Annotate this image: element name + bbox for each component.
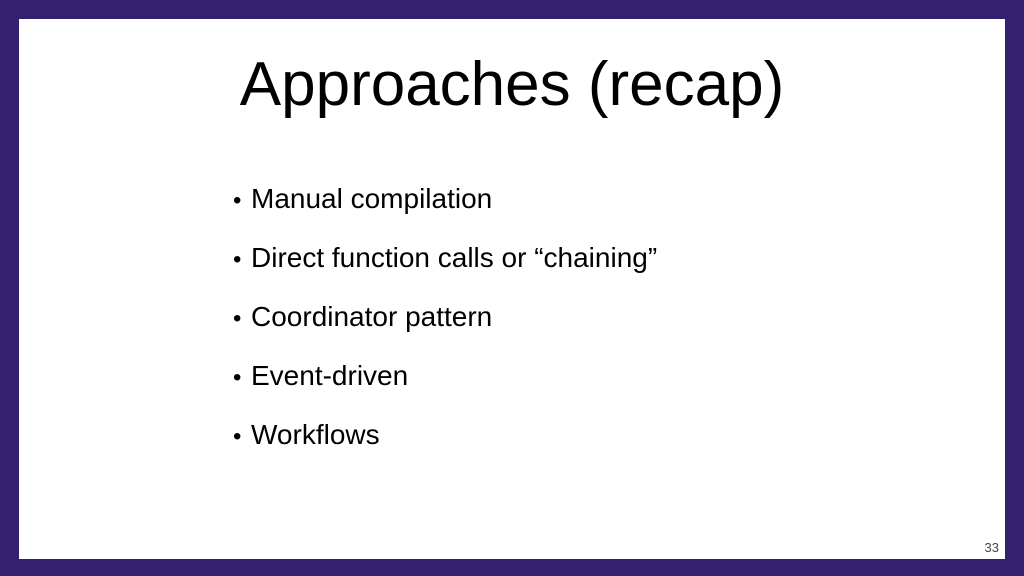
slide-title: Approaches (recap) bbox=[239, 50, 785, 119]
bullet-text: Direct function calls or “chaining” bbox=[251, 242, 658, 273]
bullet-item: • Direct function calls or “chaining” bbox=[233, 238, 657, 297]
bullet-dot-icon: • bbox=[233, 187, 242, 214]
bullet-dot-icon: • bbox=[233, 364, 242, 391]
bullet-item: • Workflows bbox=[233, 415, 657, 474]
bullet-dot-icon: • bbox=[233, 423, 242, 450]
bullet-dot-icon: • bbox=[233, 305, 242, 332]
bullet-list: • Manual compilation • Direct function c… bbox=[233, 179, 657, 474]
page-number: 33 bbox=[984, 540, 999, 555]
bullet-text: Manual compilation bbox=[251, 183, 493, 214]
bullet-item: • Manual compilation bbox=[233, 179, 657, 238]
bullet-item: • Event-driven bbox=[233, 356, 657, 415]
bullet-text: Coordinator pattern bbox=[251, 301, 493, 332]
bullet-item: • Coordinator pattern bbox=[233, 297, 657, 356]
bullet-text: Event-driven bbox=[251, 360, 409, 391]
slide: Approaches (recap) • Manual compilation … bbox=[19, 19, 1005, 559]
bullet-text: Workflows bbox=[251, 419, 380, 450]
bullet-dot-icon: • bbox=[233, 246, 242, 273]
